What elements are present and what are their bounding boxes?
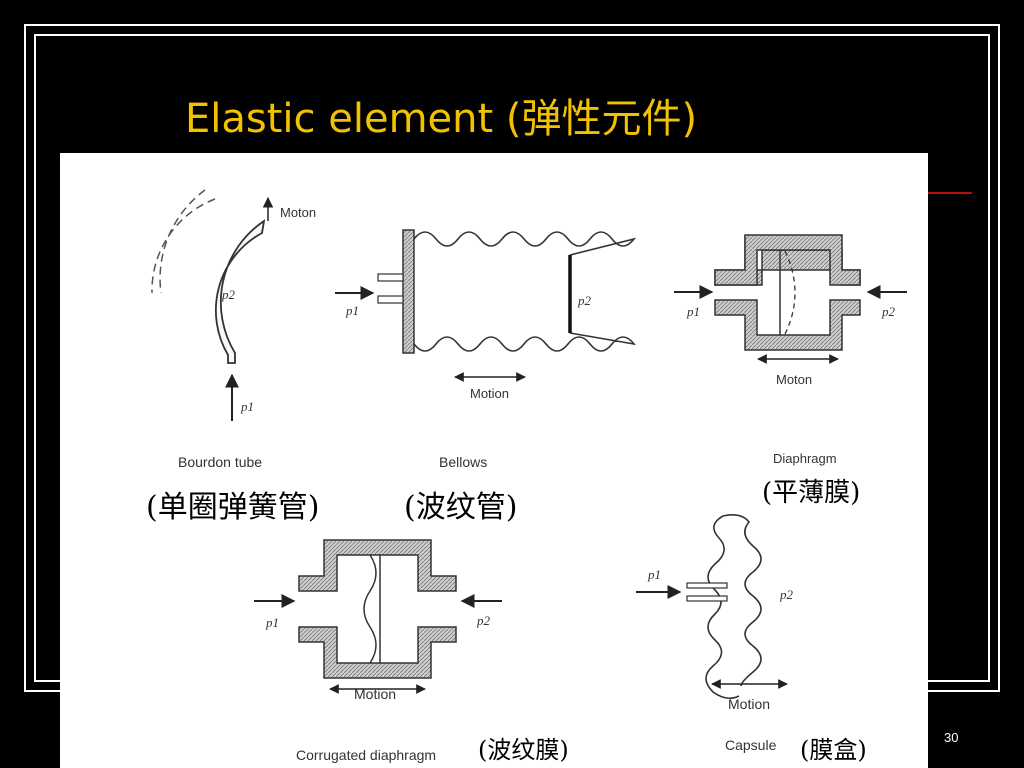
bourdon-caption: Bourdon tube [178, 454, 262, 470]
diaphragm-p1-label: p1 [686, 304, 700, 319]
diaphragm-p2-label: p2 [881, 304, 896, 319]
bourdon-motion-label: Moton [280, 205, 316, 220]
slide-number: 30 [944, 730, 959, 745]
bellows-p2-label: p2 [577, 293, 592, 308]
slide-title: Elastic element (弹性元件) [185, 96, 698, 142]
corrugated-p1-label: p1 [265, 615, 279, 630]
bellows-diagram [335, 229, 637, 382]
corrugated-p2-label: p2 [476, 613, 491, 628]
bellows-p1-label: p1 [345, 303, 359, 318]
bellows-motion-label: Motion [470, 386, 509, 401]
bourdon-p2-label: p2 [221, 287, 236, 302]
capsule-p1-label: p1 [647, 567, 661, 582]
capsule-chinese-label: (膜盒) [800, 736, 867, 764]
capsule-caption: Capsule [725, 737, 777, 753]
corrugated-motion-label: Motion [354, 686, 396, 702]
red-accent-line [924, 192, 972, 194]
bellows-chinese-label: (波纹管) [404, 490, 518, 525]
bourdon-tube-diagram [151, 189, 274, 421]
diaphragm-chinese-label: (平薄膜) [762, 478, 861, 508]
capsule-p2-label: p2 [779, 587, 794, 602]
corrugated-chinese-label: (波纹膜) [478, 736, 569, 764]
corrugated-caption: Corrugated diaphragm [296, 747, 436, 763]
elastic-elements-figure: Moton p2 p1 Bourdon tube p1 p2 Motion Be… [60, 153, 928, 768]
diaphragm-caption: Diaphragm [773, 451, 837, 466]
capsule-motion-label: Motion [728, 696, 770, 712]
capsule-diagram [636, 514, 788, 700]
elastic-elements-drawing: Moton p2 p1 Bourdon tube p1 p2 Motion Be… [151, 189, 907, 763]
corrugated-diaphragm-diagram [254, 539, 502, 694]
bourdon-p1-label: p1 [240, 399, 254, 414]
diaphragm-diagram [674, 234, 907, 364]
bourdon-chinese-label: (单圈弹簧管) [146, 490, 320, 525]
bellows-caption: Bellows [439, 454, 487, 470]
diaphragm-motion-label: Moton [776, 372, 812, 387]
